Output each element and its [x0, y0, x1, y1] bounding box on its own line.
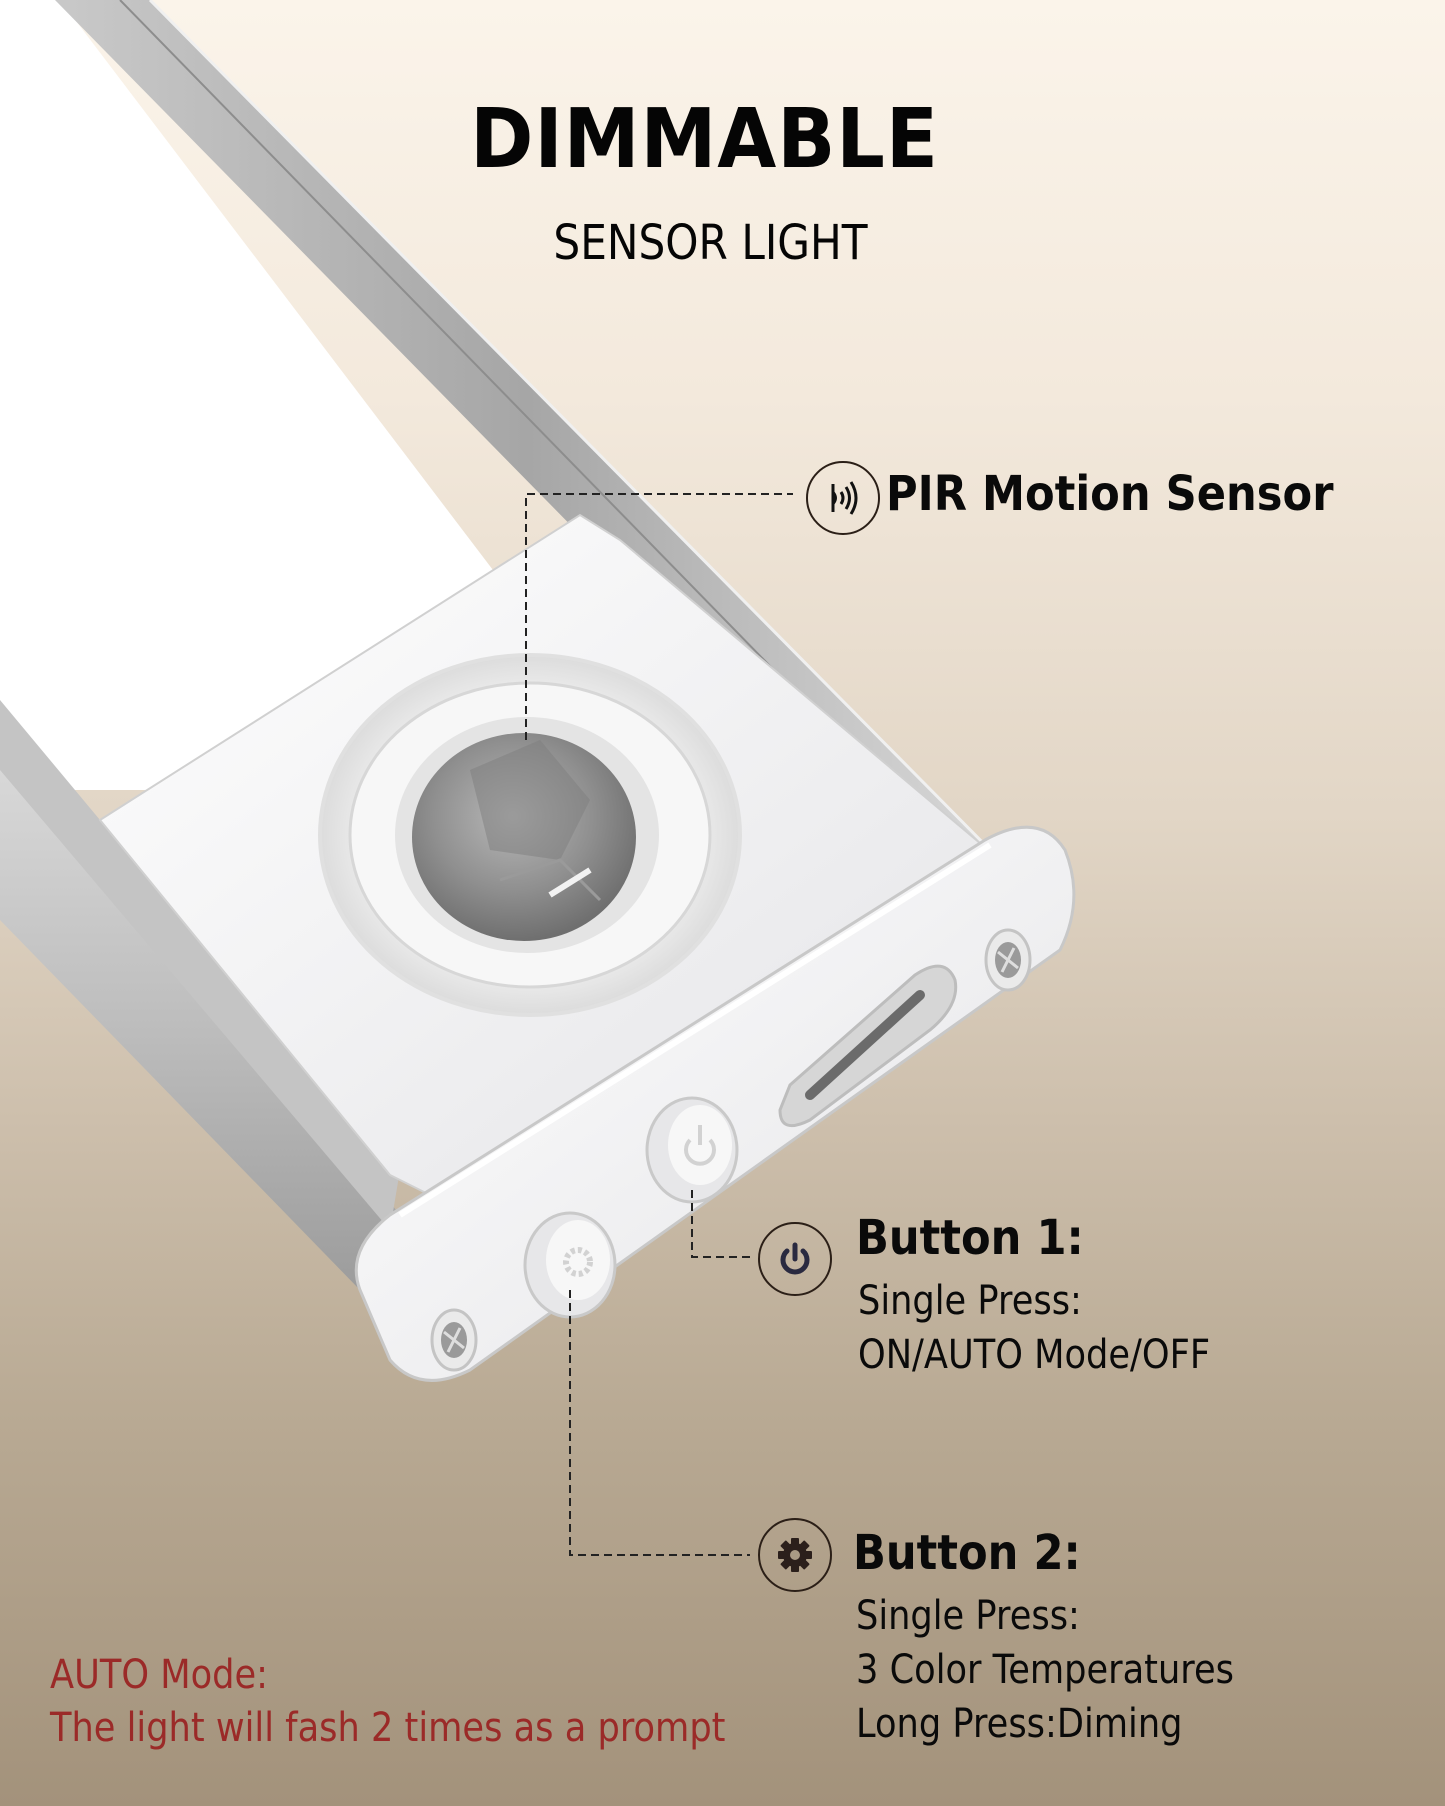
screw-right	[984, 928, 1032, 992]
button1-title: Button 1:	[856, 1210, 1084, 1266]
pir-leader-line	[525, 493, 793, 740]
button1-line-1: Single Press:	[858, 1278, 1082, 1324]
button1-line-2: ON/AUTO Mode/OFF	[858, 1332, 1211, 1378]
button2-leader-line	[569, 1290, 750, 1556]
physical-button-2	[523, 1211, 617, 1319]
headline: DIMMABLE	[470, 92, 939, 187]
button2-line-2: 3 Color Temperatures	[856, 1647, 1234, 1693]
subheadline: SENSOR LIGHT	[553, 215, 868, 271]
physical-button-1	[645, 1096, 739, 1204]
motion-sensor-icon	[806, 461, 880, 535]
screw-left	[430, 1308, 478, 1372]
button2-line-1: Single Press:	[856, 1593, 1080, 1639]
auto-mode-note-text: The light will fash 2 times as a prompt	[50, 1705, 726, 1751]
pir-motion-sensor-label: PIR Motion Sensor	[886, 466, 1334, 522]
auto-mode-note-title: AUTO Mode:	[50, 1652, 269, 1698]
gear-icon	[758, 1518, 832, 1592]
button2-line-3: Long Press:Diming	[856, 1701, 1183, 1747]
power-icon	[758, 1222, 832, 1296]
button1-leader-line	[691, 1190, 750, 1258]
button2-title: Button 2:	[853, 1525, 1081, 1581]
